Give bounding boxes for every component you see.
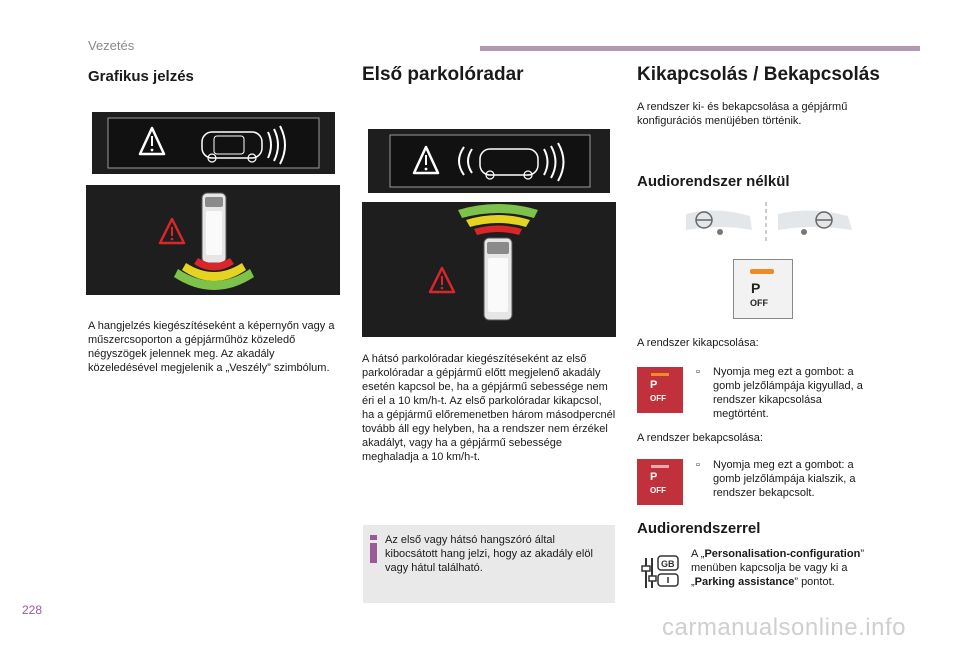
dashboard-location-image (684, 200, 856, 244)
paragraph-audiorendszerrel: A „Personalisation-configuration” menübe… (691, 547, 881, 589)
park-assist-button-unlit: P OFF (637, 459, 683, 505)
info-icon (370, 535, 377, 563)
text-part: A „ (691, 548, 705, 560)
page-number: 228 (22, 603, 43, 617)
menu-name: Personalisation-configuration (704, 548, 861, 560)
title-kikapcsolas: Kikapcsolás / Bekapcsolás (637, 64, 880, 85)
paragraph-kikapcsolas-step: Nyomja meg ezt a gombot: a gomb jelzőlám… (713, 366, 863, 420)
rear-radar-diagram-image (86, 185, 340, 295)
park-sensor-icon: P (751, 280, 761, 296)
bullet-marker: ▫ (696, 366, 700, 378)
svg-text:GB: GB (661, 559, 675, 569)
indicator-lamp-off (651, 465, 669, 468)
dashboard-display-image (92, 112, 335, 174)
label-bekapcsolas: A rendszer bekapcsolása: (637, 432, 763, 444)
info-note-text: Az első vagy hátsó hangszóró által kiboc… (385, 534, 593, 574)
park-assist-button-lit: P OFF (637, 367, 683, 413)
running-header: Vezetés (88, 38, 135, 53)
paragraph-bekapcsolas-step: Nyomja meg ezt a gombot: a gomb jelzőlám… (713, 459, 856, 499)
label-kikapcsolas: A rendszer kikapcsolása: (637, 337, 759, 349)
front-radar-diagram-image (362, 202, 616, 337)
text-part: ” menüben kapcsolja be vagy ki a „ (691, 548, 864, 588)
menu-item-name: Parking assistance (694, 576, 795, 588)
indicator-lamp-on (651, 373, 669, 376)
off-label: OFF (750, 298, 768, 308)
park-assist-off-button-closeup: P OFF (733, 259, 793, 319)
title-grafikus-jelzes: Grafikus jelzés (88, 68, 194, 85)
info-note: Az első vagy hátsó hangszóró által kiboc… (363, 525, 615, 603)
title-audiorendszer-nelkul: Audiorendszer nélkül (637, 173, 790, 190)
settings-menu-icon: GB (640, 552, 680, 592)
off-label: OFF (650, 394, 666, 403)
paragraph-elso-parkoloradar: A hátsó parkolóradar kiegészítéseként az… (362, 353, 616, 463)
paragraph-grafikus: A hangjelzés kiegészítéseként a képernyő… (88, 320, 335, 374)
watermark: carmanualsonline.info (662, 614, 906, 641)
paragraph-kikapcsolas-intro: A rendszer ki- és bekapcsolása a gépjárm… (637, 101, 848, 127)
text-part: ” pontot. (794, 576, 835, 588)
header-rule (480, 46, 920, 51)
park-sensor-icon: P (650, 379, 658, 391)
indicator-lamp-orange (750, 269, 774, 274)
park-sensor-icon: P (650, 471, 658, 483)
title-audiorendszerrel: Audiorendszerrel (637, 520, 761, 537)
front-dashboard-display-image (368, 129, 610, 193)
off-label: OFF (650, 486, 666, 495)
title-elso-parkoloradar: Első parkolóradar (362, 64, 524, 85)
bullet-marker: ▫ (696, 459, 700, 471)
